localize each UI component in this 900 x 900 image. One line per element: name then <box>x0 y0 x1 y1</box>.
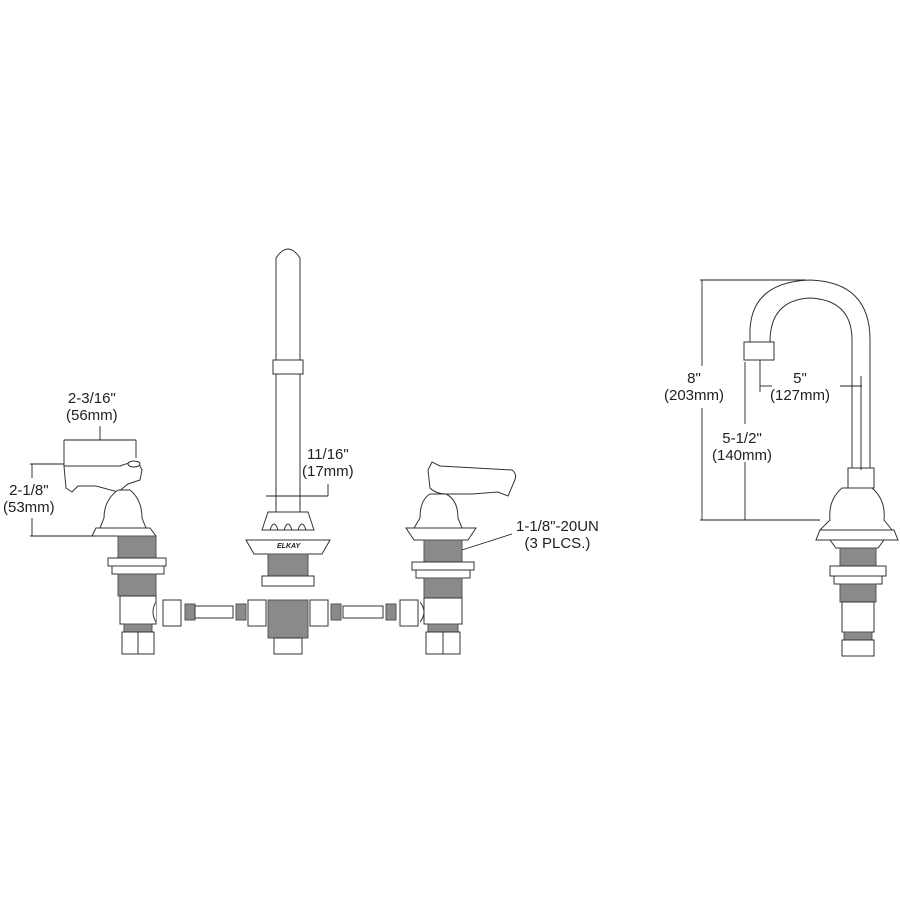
side-view <box>700 279 899 657</box>
side-dimension-lines <box>700 279 862 521</box>
right-handle <box>405 461 517 541</box>
overall-height-metric: (203mm) <box>664 387 725 404</box>
thread-spec-line1: 1-1/8"-20UN <box>516 518 599 535</box>
connecting-hoses <box>152 599 425 627</box>
front-view <box>30 248 517 655</box>
spout-diameter-dimension: 11/16" (17mm) <box>302 446 354 480</box>
spout-reach-metric: (127mm) <box>770 387 831 404</box>
handle-height-metric: (53mm) <box>3 499 55 516</box>
left-handle <box>63 460 157 537</box>
handle-width-metric: (56mm) <box>66 407 118 424</box>
spout-diameter-imperial: 11/16" <box>306 446 349 463</box>
brand-mark: ELKAY <box>277 543 301 550</box>
thread-spec-callout: 1-1/8"-20UN (3 PLCS.) <box>516 518 599 552</box>
spout-reach-imperial: 5" <box>793 370 807 387</box>
overall-height-imperial: 8" <box>687 370 701 387</box>
handle-width-imperial: 2-3/16" <box>67 390 116 407</box>
handle-height-dimension: 2-1/8" (53mm) <box>3 482 55 516</box>
spout-diameter-metric: (17mm) <box>302 463 354 480</box>
right-valve-body <box>411 539 475 655</box>
spout-clearance-metric: (140mm) <box>712 447 773 464</box>
spout-clearance-dimension: 5-1/2" (140mm) <box>712 430 772 464</box>
center-spout <box>245 248 331 655</box>
front-dimension-lines <box>30 426 513 551</box>
handle-width-dimension: 2-3/16" (56mm) <box>66 390 118 424</box>
spout-reach-dimension: 5" (127mm) <box>770 370 830 404</box>
overall-height-dimension: 8" (203mm) <box>664 370 724 404</box>
spout-clearance-imperial: 5-1/2" <box>722 430 762 447</box>
handle-height-imperial: 2-1/8" <box>9 482 49 499</box>
thread-spec-line2: (3 PLCS.) <box>524 535 591 552</box>
left-valve-body <box>107 535 167 655</box>
